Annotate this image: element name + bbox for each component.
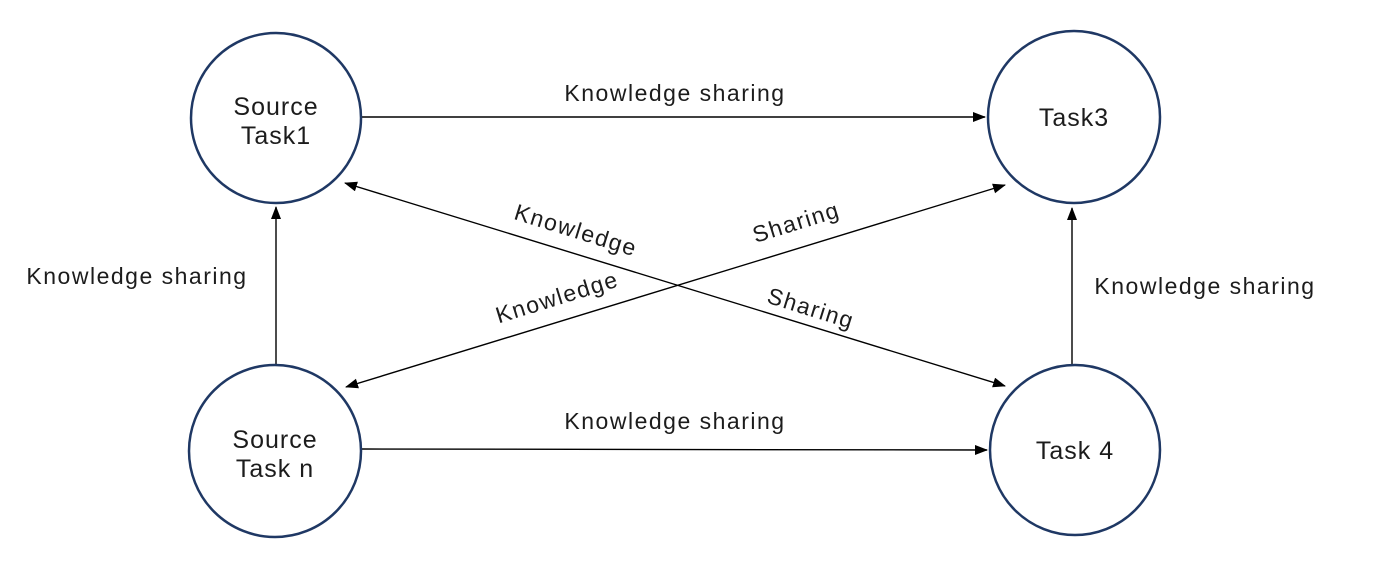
node-label-source-task-n-line2: Task n bbox=[236, 455, 314, 483]
node-label-task-4: Task 4 bbox=[1036, 437, 1114, 465]
edge-taskn-task3-bidirectional bbox=[345, 183, 1006, 389]
edge-label-right: Knowledge sharing bbox=[1094, 273, 1315, 299]
node-circle-source-task-1 bbox=[189, 31, 363, 205]
edge-label-diagonal-up-knowledge: Knowledge bbox=[492, 266, 621, 328]
edge-label-bottom: Knowledge sharing bbox=[564, 408, 785, 434]
node-label-task-3: Task3 bbox=[1039, 104, 1109, 132]
edge-task1-task4-bidirectional bbox=[344, 181, 1006, 388]
edge-label-top: Knowledge sharing bbox=[564, 80, 785, 106]
node-task-4: Task 4 bbox=[988, 363, 1162, 537]
edge-label-diagonal-down-knowledge: Knowledge bbox=[511, 199, 640, 262]
node-task-3: Task3 bbox=[986, 29, 1162, 205]
node-source-task-n: Source Task n bbox=[187, 363, 363, 539]
edge-taskn-to-task4 bbox=[360, 444, 988, 455]
node-label-source-task-1-line1: Source bbox=[233, 93, 318, 121]
edge-label-left: Knowledge sharing bbox=[26, 263, 247, 289]
edges bbox=[271, 112, 1077, 455]
edge-label-diagonal-up-sharing: Sharing bbox=[749, 196, 842, 247]
node-circle-task-4 bbox=[988, 363, 1162, 537]
node-label-source-task-1-line2: Task1 bbox=[241, 122, 311, 150]
node-circle-task-3 bbox=[986, 29, 1162, 205]
node-circle-source-task-n bbox=[187, 363, 363, 539]
node-source-task-1: Source Task1 bbox=[189, 31, 363, 205]
node-label-source-task-n-line1: Source bbox=[232, 426, 317, 454]
